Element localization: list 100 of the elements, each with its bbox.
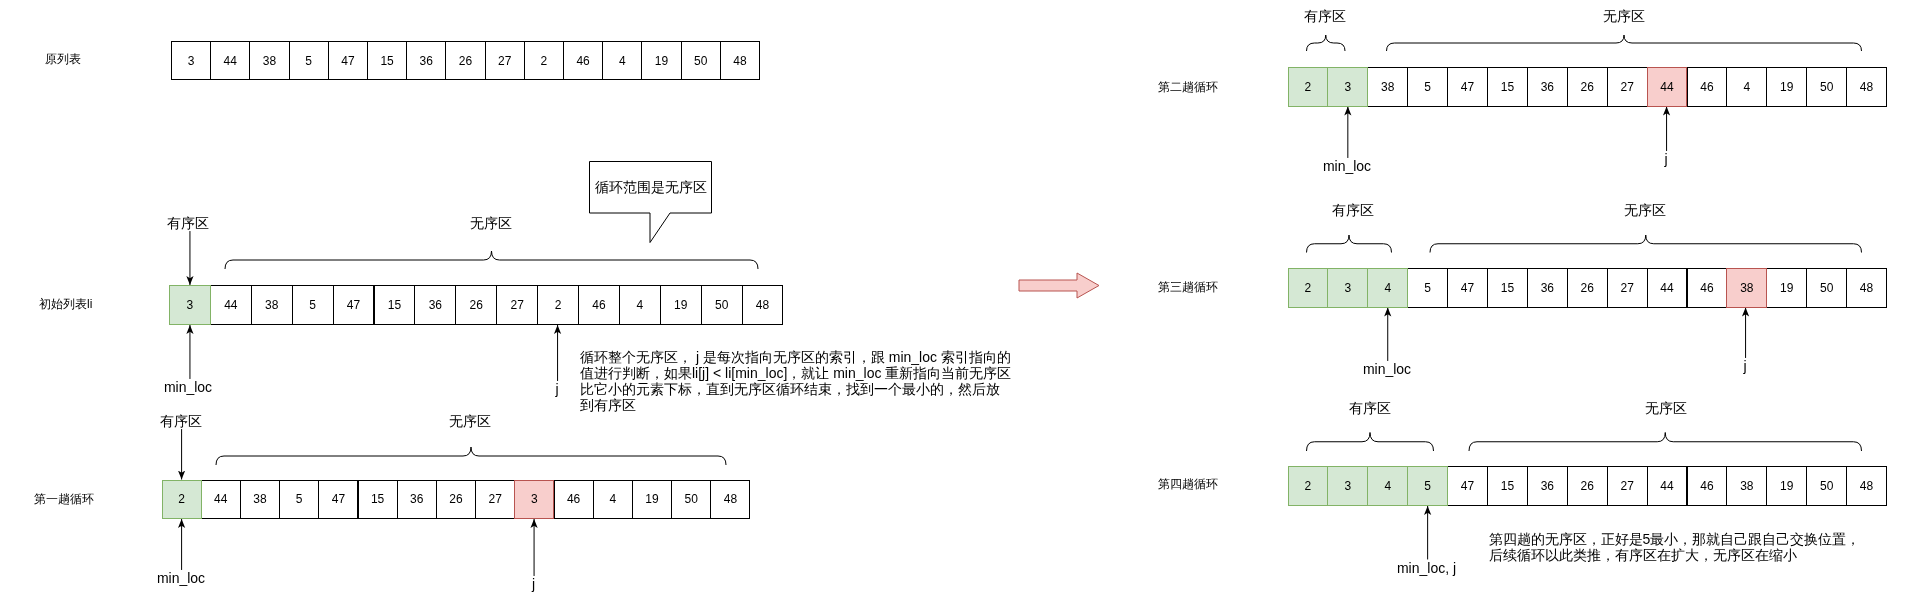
pointer-label: j bbox=[531, 575, 536, 593]
array-cell: 46 bbox=[578, 285, 620, 325]
array-cell: 4 bbox=[592, 479, 633, 519]
pointer-label: 有序区 bbox=[167, 214, 209, 232]
array-cell: 46 bbox=[563, 41, 604, 80]
array-cell: 47 bbox=[327, 41, 368, 80]
note-text: 第四趟的无序区，正好是5最小，那就自己跟自己交换位置，后续循环以此类推，有序区在扩大，无序区在缩小 bbox=[1488, 531, 1862, 564]
array-cell: 46 bbox=[1686, 267, 1728, 308]
zone-label: 无序区 bbox=[1645, 399, 1687, 416]
array-cell: 15 bbox=[367, 41, 408, 80]
pointer-label: min_loc, j bbox=[1396, 559, 1457, 576]
array-cell: 2 bbox=[1287, 66, 1329, 107]
array-cell: 26 bbox=[435, 479, 477, 519]
array-cell: 48 bbox=[1846, 66, 1887, 107]
array-cell: 26 bbox=[445, 41, 486, 80]
array-cell: 4 bbox=[1367, 466, 1409, 506]
array-cell: 3 bbox=[1327, 466, 1369, 506]
array-cell: 26 bbox=[455, 285, 498, 325]
array-cell: 48 bbox=[719, 41, 760, 80]
array-cell: 2 bbox=[523, 41, 564, 80]
arrow bbox=[186, 230, 194, 286]
pointer-label: min_loc bbox=[156, 569, 206, 587]
row-label: 原列表 bbox=[45, 53, 81, 67]
arrow bbox=[178, 428, 186, 480]
array-cell: 36 bbox=[1526, 267, 1568, 308]
array-cell: 27 bbox=[1606, 466, 1648, 506]
zone-label: 有序区 bbox=[1304, 7, 1346, 25]
array-cell: 4 bbox=[1726, 66, 1768, 107]
array-cell: 44 bbox=[209, 285, 252, 325]
array-cell: 36 bbox=[406, 41, 447, 80]
row-label: 第一趟循环 bbox=[34, 492, 94, 507]
arrow bbox=[186, 324, 194, 380]
array-cell: 19 bbox=[1766, 267, 1808, 308]
zone-label: 无序区 bbox=[470, 214, 512, 232]
array-cell: 50 bbox=[1806, 466, 1848, 506]
array-cell: 50 bbox=[680, 41, 721, 80]
array-cell: 50 bbox=[671, 479, 712, 519]
array-cell: 47 bbox=[1447, 267, 1488, 308]
array-cell: 5 bbox=[1407, 267, 1449, 308]
array-cell: 26 bbox=[1566, 66, 1608, 107]
pointer-label: j bbox=[1743, 357, 1747, 375]
array-cell: 48 bbox=[1846, 466, 1887, 506]
arrow bbox=[1741, 307, 1750, 359]
row-label: 第三趟循环 bbox=[1158, 280, 1218, 295]
array-cell: 48 bbox=[1846, 267, 1887, 308]
row-label: 初始列表li bbox=[39, 298, 93, 312]
array-cell: 38 bbox=[249, 41, 290, 80]
array-cell: 36 bbox=[1526, 66, 1568, 107]
array-cell: 15 bbox=[1487, 466, 1528, 506]
array-cell: 38 bbox=[1726, 466, 1768, 506]
array-cell: 47 bbox=[332, 285, 375, 325]
array-cell: 47 bbox=[1447, 466, 1488, 506]
array-cell: 38 bbox=[250, 285, 293, 325]
array-cell: 26 bbox=[1566, 466, 1608, 506]
array-cell: 5 bbox=[291, 285, 334, 325]
array-cell: 50 bbox=[700, 285, 743, 325]
array-cell: 2 bbox=[537, 285, 579, 325]
array-cell: 4 bbox=[1367, 267, 1409, 308]
array-cell: 19 bbox=[641, 41, 682, 80]
array-cell: 5 bbox=[288, 41, 329, 80]
array-cell: 36 bbox=[414, 285, 457, 325]
zone-label: 有序区 bbox=[1349, 399, 1391, 416]
array-cell: 27 bbox=[1606, 66, 1648, 107]
callout-box: 循环范围是无序区 bbox=[589, 161, 712, 243]
pointer-label: min_loc bbox=[163, 378, 213, 396]
zone-label: 无序区 bbox=[1603, 7, 1645, 25]
array-cell: 19 bbox=[1766, 66, 1808, 107]
pointer-label: 有序区 bbox=[160, 412, 202, 430]
arrow bbox=[1384, 307, 1392, 362]
array-cell: 44 bbox=[1646, 66, 1688, 107]
array-cell: 19 bbox=[631, 479, 673, 519]
array-cell: 47 bbox=[1447, 66, 1488, 107]
pointer-label: min_loc bbox=[1362, 360, 1412, 378]
array-cell: 3 bbox=[171, 41, 212, 80]
note-text: 循环整个无序区， j 是每次指向无序区的索引，跟 min_loc 索引指向的值进行判断，如果li[j] < li[min_loc]，就让 min_loc 重新指向当前无序区比它小的元素下标，直到无序区循环结束，找到一个最小的，然后放到有序区 bbox=[580, 349, 1012, 414]
array-cell: 15 bbox=[1487, 267, 1528, 308]
array-cell: 5 bbox=[279, 479, 320, 519]
array-cell: 5 bbox=[1407, 466, 1449, 506]
array-cell: 2 bbox=[161, 479, 202, 519]
array-cell: 44 bbox=[210, 41, 251, 80]
pointer-label: min_loc bbox=[1322, 157, 1372, 175]
array-cell: 46 bbox=[1686, 466, 1728, 506]
array-cell: 2 bbox=[1287, 466, 1329, 506]
array-cell: 36 bbox=[1526, 466, 1568, 506]
arrow bbox=[553, 324, 562, 382]
array-cell: 48 bbox=[741, 285, 784, 325]
array-cell: 26 bbox=[1566, 267, 1608, 308]
arrow bbox=[1662, 106, 1671, 152]
array-cell: 15 bbox=[357, 479, 398, 519]
array-cell: 3 bbox=[169, 285, 211, 325]
array-cell: 19 bbox=[1766, 466, 1808, 506]
array-cell: 46 bbox=[553, 479, 594, 519]
array-cell: 38 bbox=[1367, 66, 1409, 107]
arrow bbox=[530, 518, 538, 577]
arrow bbox=[1344, 106, 1352, 159]
row-label: 第二趟循环 bbox=[1158, 80, 1218, 95]
array-cell: 50 bbox=[1806, 66, 1848, 107]
array-cell: 46 bbox=[1686, 66, 1728, 107]
array-cell: 19 bbox=[659, 285, 702, 325]
array-cell: 48 bbox=[710, 479, 751, 519]
